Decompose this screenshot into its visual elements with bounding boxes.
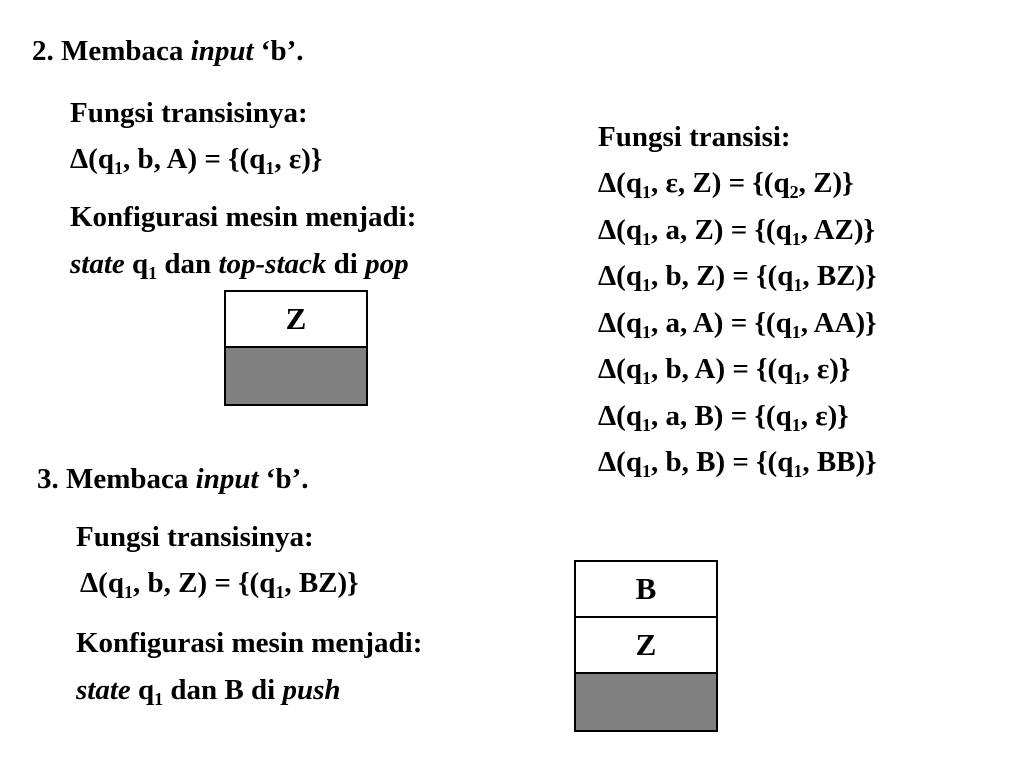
stack-cell: Z bbox=[576, 618, 716, 674]
transitions-title: Fungsi transisi: bbox=[598, 121, 791, 153]
transition-rule: Δ(q1, b, Z) = {(q1, BZ)} bbox=[598, 260, 877, 295]
transition-rule: Δ(q1, b, B) = {(q1, BB)} bbox=[598, 446, 877, 481]
transition-rule: Δ(q1, a, A) = {(q1, AA)} bbox=[598, 307, 877, 342]
transition-rule: Δ(q1, a, Z) = {(q1, AZ)} bbox=[598, 214, 875, 249]
stack-bottom bbox=[576, 674, 716, 730]
step2-config-label: Konfigurasi mesin menjadi: bbox=[70, 201, 417, 233]
step3-config: state q1 dan B di push bbox=[76, 674, 341, 709]
step3-heading: 3. Membaca input ‘b’. bbox=[37, 463, 309, 495]
stack-cell: Z bbox=[226, 292, 366, 348]
step2-heading: 2. Membaca input ‘b’. bbox=[32, 35, 304, 67]
stack-bottom bbox=[226, 348, 366, 404]
stack-cell: B bbox=[576, 562, 716, 618]
step3-stack: B Z bbox=[574, 560, 718, 732]
step3-function-label: Fungsi transisinya: bbox=[76, 521, 314, 553]
step2-function: Δ(q1, b, A) = {(q1, ε)} bbox=[70, 143, 323, 178]
transition-rule: Δ(q1, ε, Z) = {(q2, Z)} bbox=[598, 167, 854, 202]
step2-stack: Z bbox=[224, 290, 368, 406]
transition-rule: Δ(q1, b, A) = {(q1, ε)} bbox=[598, 353, 851, 388]
step3-config-label: Konfigurasi mesin menjadi: bbox=[76, 627, 423, 659]
step2-function-label: Fungsi transisinya: bbox=[70, 97, 308, 129]
step3-function: Δ(q1, b, Z) = {(q1, BZ)} bbox=[80, 567, 359, 602]
transition-rule: Δ(q1, a, B) = {(q1, ε)} bbox=[598, 400, 849, 435]
step2-config: state q1 dan top-stack di pop bbox=[70, 248, 409, 283]
